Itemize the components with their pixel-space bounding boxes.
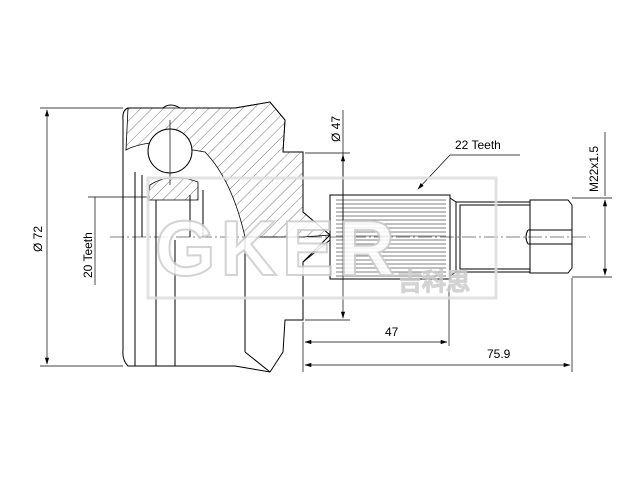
outer-diameter-label: Ø 72 — [31, 226, 45, 252]
thread-label: M22x1.5 — [587, 146, 601, 192]
watermark-chinese: 吉科思 — [398, 269, 470, 296]
outer-housing — [122, 101, 332, 373]
outer-teeth-label: 22 Teeth — [455, 138, 501, 152]
spline-length-label: 47 — [385, 325, 399, 339]
watermark-brand: GKER — [155, 204, 395, 292]
total-length-label: 75.9 — [487, 347, 511, 361]
shaft — [329, 194, 573, 280]
inner-teeth-label: 20 Teeth — [81, 232, 95, 278]
neck-diameter-label: Ø 47 — [329, 116, 343, 142]
watermark: GKER 吉科思 — [146, 176, 498, 300]
